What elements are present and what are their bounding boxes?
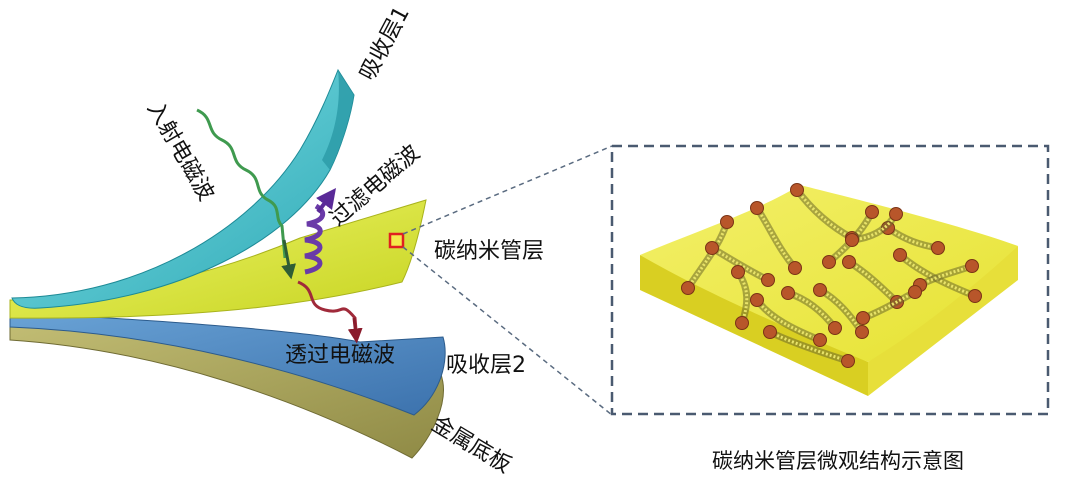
cnt-tube-end-cap xyxy=(790,183,804,197)
cnt-tube-end-cap xyxy=(828,321,842,335)
absorber-layer-2 xyxy=(9,311,446,416)
absorber-layer-1-edge xyxy=(322,70,354,170)
filtered-wave-arrow xyxy=(316,188,336,214)
cnt-tubes xyxy=(681,183,982,368)
label-cnt-layer: 碳纳米管层 xyxy=(434,239,544,264)
cnt-tube-end-cap xyxy=(968,289,982,303)
cnt-tube-end-cap xyxy=(842,255,856,269)
transmitted-wave xyxy=(297,280,358,331)
cnt-tube-end-cap xyxy=(841,354,855,368)
cnt-tube-end-cap xyxy=(750,201,764,215)
cnt-highlight-box xyxy=(388,232,405,249)
cnt-tube-end-cap xyxy=(865,205,879,219)
label-transmitted-wave: 透过电磁波 xyxy=(285,343,395,368)
cnt-microstructure xyxy=(640,183,1018,396)
cnt-tube-end-cap xyxy=(781,286,795,300)
cnt-tube-end-cap xyxy=(761,273,775,287)
cnt-tube-mesh xyxy=(755,299,821,342)
cnt-tube-end-cap xyxy=(931,241,945,255)
transmitted-wave-arrow xyxy=(347,317,363,344)
filtered-wave xyxy=(304,203,326,275)
incident-wave xyxy=(196,108,287,259)
cnt-tube-mesh xyxy=(899,253,976,298)
cnt-tube-end-cap xyxy=(965,259,979,273)
block-right-face xyxy=(868,246,1018,396)
incident-wave-arrow xyxy=(281,239,296,280)
cnt-tube-end-cap xyxy=(813,333,827,347)
cnt-tube-end-cap xyxy=(889,207,903,221)
block-front-face xyxy=(640,255,868,396)
block-top-face xyxy=(640,185,1018,362)
label-absorber-layer-1: 吸收层1 xyxy=(355,2,415,84)
zoom-line-top xyxy=(402,145,613,235)
cnt-tube-end-cap xyxy=(735,316,749,330)
cnt-tube-end-cap xyxy=(855,325,869,339)
cnt-tube-end-cap xyxy=(908,285,922,299)
cnt-tube-end-cap xyxy=(822,255,836,269)
cnt-tube-end-cap xyxy=(788,261,802,275)
label-absorber-layer-2: 吸收层2 xyxy=(446,353,526,378)
cnt-tube-mesh xyxy=(795,189,853,240)
figure-caption: 碳纳米管层微观结构示意图 xyxy=(712,449,964,473)
cnt-tube-end-cap xyxy=(681,281,695,295)
cnt-tube-end-cap xyxy=(720,215,734,229)
cnt-tube-end-cap xyxy=(845,233,859,247)
cnt-tube-end-cap xyxy=(856,311,870,325)
cnt-tube-end-cap xyxy=(763,325,777,339)
cnt-tube-end-cap xyxy=(705,241,719,255)
zoom-frame xyxy=(610,144,1050,416)
label-metal-substrate: 金属底板 xyxy=(427,412,515,479)
cnt-tube-mesh xyxy=(755,207,797,269)
label-incident-wave: 入射电磁波 xyxy=(142,98,219,206)
cnt-tube-end-cap xyxy=(813,283,827,297)
cnt-tube-end-cap xyxy=(750,293,764,307)
cnt-tube-end-cap xyxy=(893,248,907,262)
cnt-tube-mesh xyxy=(686,221,729,289)
cnt-tube-end-cap xyxy=(731,265,745,279)
